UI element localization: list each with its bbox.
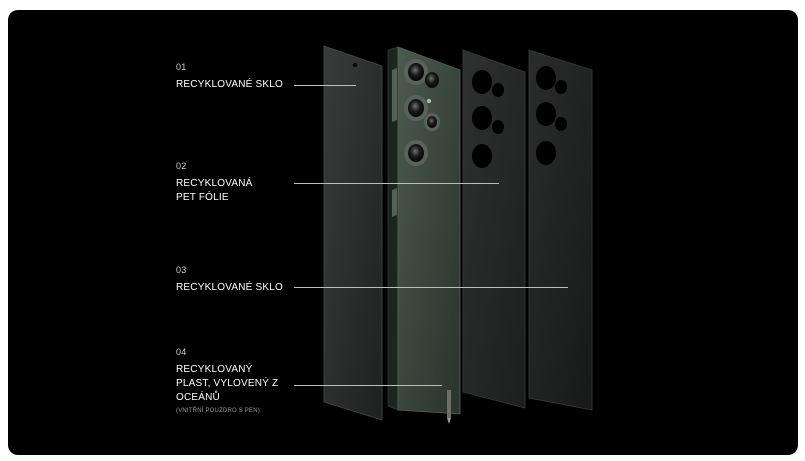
layer-04-number: 04 (176, 347, 187, 357)
pet-film-panel (462, 49, 526, 409)
layer-03-label: 03 RECYKLOVANÉ SKLO (176, 263, 283, 295)
layer-02-title-line-1: RECYKLOVANÁ (176, 178, 253, 189)
phone-body (387, 46, 461, 424)
layer-04-title-line-1: RECYKLOVANÝ (176, 364, 253, 375)
layer-01-number: 01 (176, 62, 187, 72)
layer-04-subnote: (VNITŘNÍ POUZDRO S PEN) (176, 408, 260, 414)
front-camera-hole (352, 62, 358, 68)
exploded-phone-infographic: 01 RECYKLOVANÉ SKLO 02 RECYKLOVANÁ PET F… (8, 10, 798, 455)
layer-03-leader-line (294, 287, 568, 288)
layer-01-label: 01 RECYKLOVANÉ SKLO (176, 60, 283, 92)
exploded-layers-illustration (323, 45, 593, 424)
layer-01-leader-line (294, 85, 356, 86)
layer-04-title-line-3: OCEÁNŮ (176, 392, 220, 403)
layer-03-number: 03 (176, 265, 187, 275)
layer-02-title-line-2: PET FÓLIE (176, 192, 229, 203)
s-pen (447, 390, 451, 424)
layer-04-title-line-2: PLAST, VYLOVENÝ Z (176, 378, 279, 389)
layer-04-label: 04 RECYKLOVANÝ PLAST, VYLOVENÝ Z OCEÁNŮ … (176, 345, 278, 416)
front-glass-panel (323, 45, 383, 421)
back-glass-panel (528, 49, 593, 411)
layer-02-number: 02 (176, 161, 187, 171)
layer-02-leader-line (294, 183, 499, 184)
layer-04-leader-line (294, 385, 442, 386)
phone-camera-lenses (404, 59, 440, 166)
layer-02-label: 02 RECYKLOVANÁ PET FÓLIE (176, 159, 252, 205)
layer-01-title: RECYKLOVANÉ SKLO (176, 79, 283, 90)
layer-03-title: RECYKLOVANÉ SKLO (176, 282, 283, 293)
